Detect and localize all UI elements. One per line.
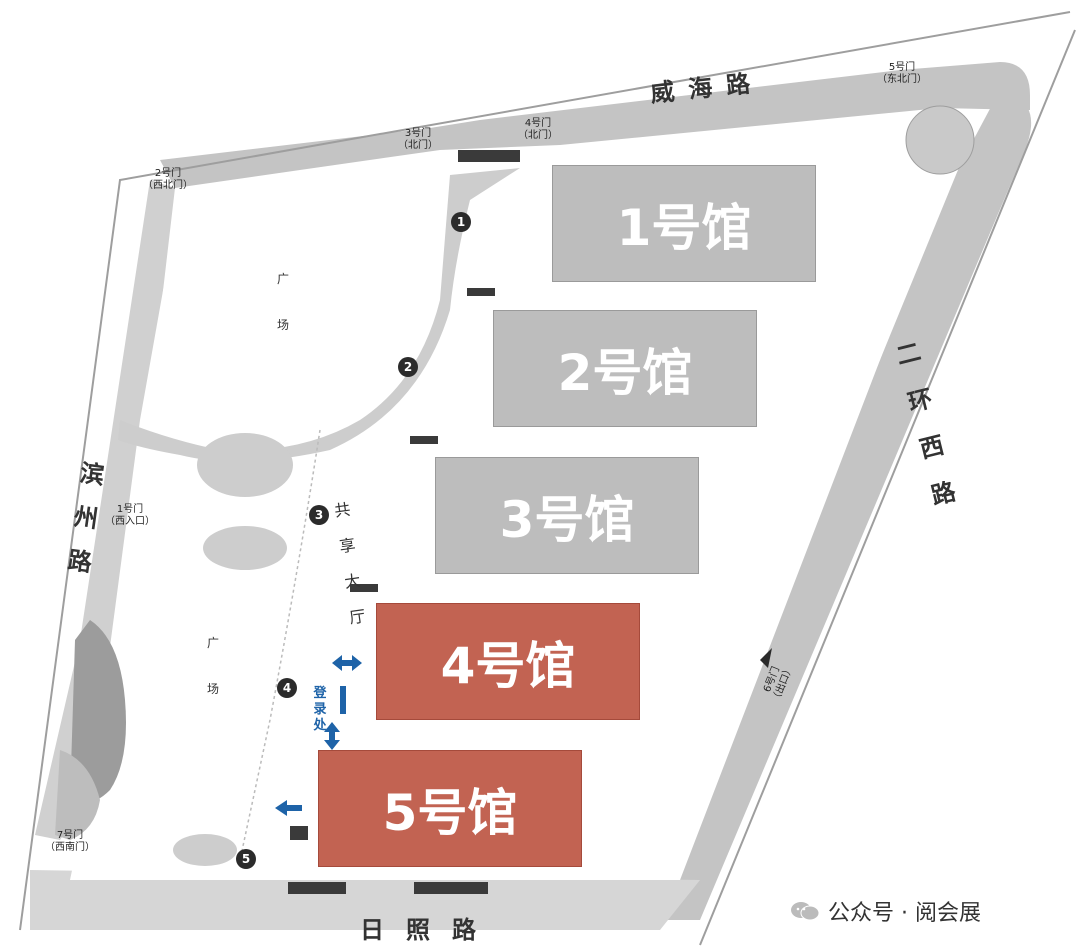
shared-hall-corridor [239, 429, 321, 861]
marker-5[interactable]: 5 [236, 849, 256, 869]
gate-7-name: 7号门 [56, 830, 84, 841]
wechat-icon [790, 900, 820, 922]
hall-4[interactable]: 4号馆 [376, 603, 640, 720]
gate-4-label: 4号门（北门） [508, 118, 568, 142]
hall-4-label: 4号馆 [440, 636, 576, 695]
gate-3-label: 3号门（北门） [388, 128, 448, 152]
gate-6-arrow [760, 648, 772, 668]
hall-5-label: 5号馆 [382, 783, 518, 842]
direction-arrows [275, 655, 362, 816]
gate-7-sub: （西南门） [45, 842, 95, 853]
west-greenery [55, 620, 126, 840]
ne-roundabout [905, 105, 975, 175]
gate-5-name: 5号门 [888, 62, 916, 73]
gate-2-label: 2号门（西北门） [138, 168, 198, 192]
gate-2-sub: （西北门） [143, 180, 193, 191]
watermark-text: 公众号 · 阅会展 [828, 901, 981, 926]
gate-3-name: 3号门 [404, 128, 432, 139]
registration-label: 登录处 [313, 686, 327, 733]
hall-5[interactable]: 5号馆 [318, 750, 582, 867]
gate-2-name: 2号门 [154, 168, 182, 179]
gate-1-sub: （西入口） [105, 516, 155, 527]
road-south-label: 日照路 [360, 916, 498, 944]
gate-1-label: 1号门（西入口） [100, 504, 160, 528]
watermark: 公众号 · 阅会展 [790, 895, 981, 927]
plaza-north-label: 广场 [276, 272, 289, 332]
north-plaza-greenery [118, 168, 520, 866]
hall-3-label: 3号馆 [499, 490, 635, 549]
hall-3[interactable]: 3号馆 [435, 457, 699, 574]
gate-1-name: 1号门 [116, 504, 144, 515]
hall-2[interactable]: 2号馆 [493, 310, 757, 427]
gate-4-name: 4号门 [524, 118, 552, 129]
road-network [30, 62, 1032, 930]
gate-5-sub: （东北门） [877, 74, 927, 85]
plaza-south-label: 广场 [206, 636, 219, 696]
marker-1[interactable]: 1 [451, 212, 471, 232]
marker-3[interactable]: 3 [309, 505, 329, 525]
marker-4[interactable]: 4 [277, 678, 297, 698]
hall-1-label: 1号馆 [616, 198, 752, 257]
gate-7-label: 7号门（西南门） [40, 830, 100, 854]
parking-entrances [288, 150, 520, 894]
gate-5-label: 5号门（东北门） [872, 62, 932, 86]
gate-4-sub: （北门） [518, 130, 558, 141]
site-boundary [19, 11, 1076, 946]
gate-3-sub: （北门） [398, 140, 438, 151]
marker-2[interactable]: 2 [398, 357, 418, 377]
hall-1[interactable]: 1号馆 [552, 165, 816, 282]
hall-2-label: 2号馆 [557, 343, 693, 402]
